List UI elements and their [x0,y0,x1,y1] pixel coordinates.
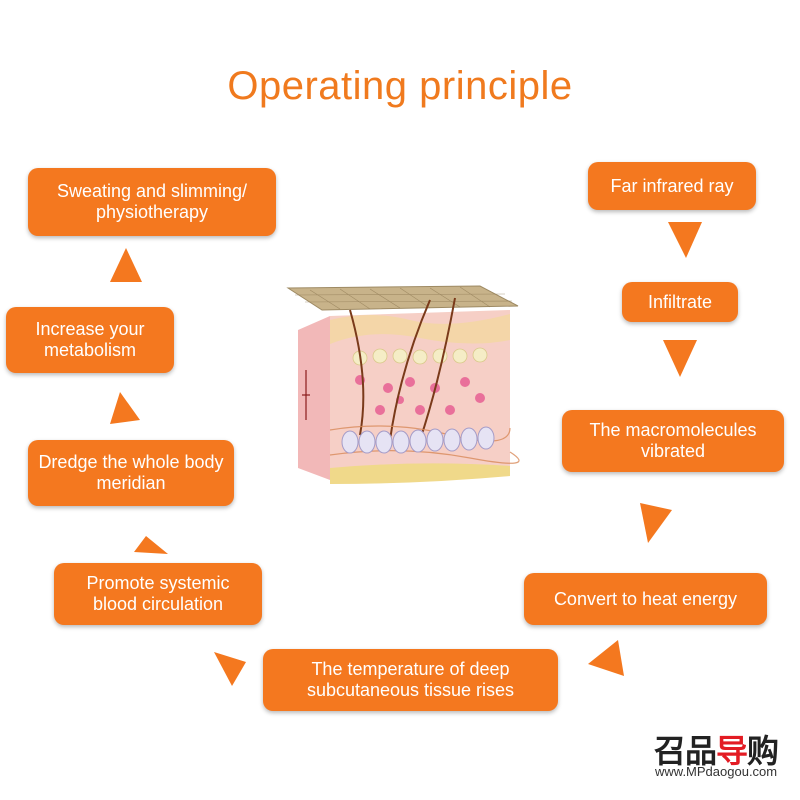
step-promote-blood-circulation: Promote systemic blood circulation [54,563,262,625]
arrow-up-icon [110,392,140,424]
step-label: The macromolecules vibrated [589,420,757,461]
watermark-logo-accent: 导 [716,732,748,770]
arrow-left-icon [214,652,246,686]
arrow-down-icon [668,222,702,258]
arrow-down-left-icon [588,640,624,676]
watermark-logo-text: 召品 [654,732,717,770]
diagram-title: Operating principle [227,64,573,108]
step-convert-heat-energy: Convert to heat energy [524,573,767,625]
watermark-logo-text: 购 [747,732,779,770]
step-far-infrared-ray: Far infrared ray [588,162,756,210]
step-macromolecules-vibrated: The macromolecules vibrated [562,410,784,472]
step-infiltrate: Infiltrate [622,282,738,322]
step-label: Promote systemic blood circulation [86,573,230,614]
skin-cross-section-illustration [286,285,520,484]
step-dredge-meridian: Dredge the whole body meridian [28,440,234,506]
step-label: Convert to heat energy [553,588,738,609]
step-sweating-slimming: Sweating and slimming/ physiotherapy [28,168,276,236]
arrow-down-icon [663,340,697,377]
step-increase-metabolism: Increase your metabolism [6,307,174,373]
watermark-url: www.MPdaogou.com [655,764,778,779]
arrow-down-icon [640,503,672,543]
step-label: The temperature of deep subcutaneous tis… [306,659,515,700]
watermark-logo: 召品导购 [654,726,779,772]
arrow-up-icon [134,536,168,554]
step-label: Far infrared ray [610,175,734,196]
arrow-up-icon [110,248,142,282]
step-label: Dredge the whole body meridian [38,452,224,493]
step-label: Sweating and slimming/ physiotherapy [56,181,248,222]
step-deep-tissue-temperature: The temperature of deep subcutaneous tis… [263,649,558,711]
step-label: Increase your metabolism [35,319,145,360]
step-label: Infiltrate [647,291,713,312]
